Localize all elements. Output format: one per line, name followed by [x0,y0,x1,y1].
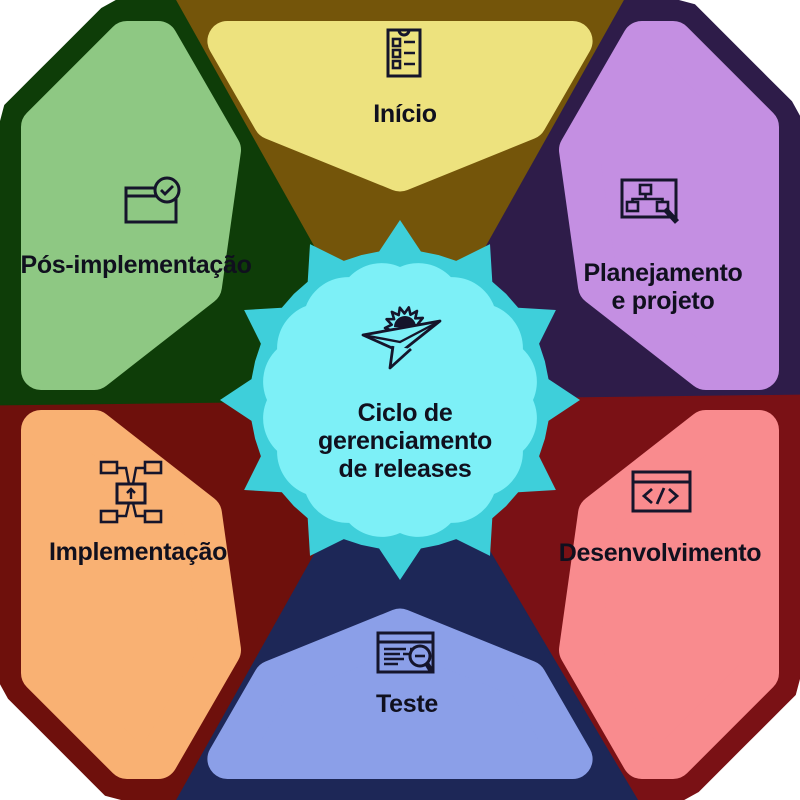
sector-label-teste: Teste [376,690,438,718]
sector-label-implementacao: Implementação [48,538,228,566]
sector-inicio [207,21,593,192]
diagram-magnifier-icon [620,178,680,224]
sector-pos-implementacao [21,21,241,390]
code-window-icon [631,470,692,513]
sector-label-planejamento: Planejamento e projeto [583,259,743,315]
sector-implementacao [21,410,241,779]
deploy-arrow-icon [99,460,163,524]
sector-label-desenvolvimento: Desenvolvimento [558,539,762,567]
document-magnifier-icon [376,631,435,674]
sector-label-inicio: Início [373,100,437,128]
center-scallop-edge [263,263,537,537]
sector-label-pos-implementacao: Pós-implementação [20,251,252,279]
paper-plane-sun-icon [361,306,442,370]
window-check-icon [124,176,181,224]
sector-desenvolvimento [559,410,779,779]
center-title: Ciclo de gerenciamento de releases [318,399,492,483]
sun-rays [383,306,427,332]
bright-sectors [21,21,779,779]
checklist-icon [386,28,422,78]
